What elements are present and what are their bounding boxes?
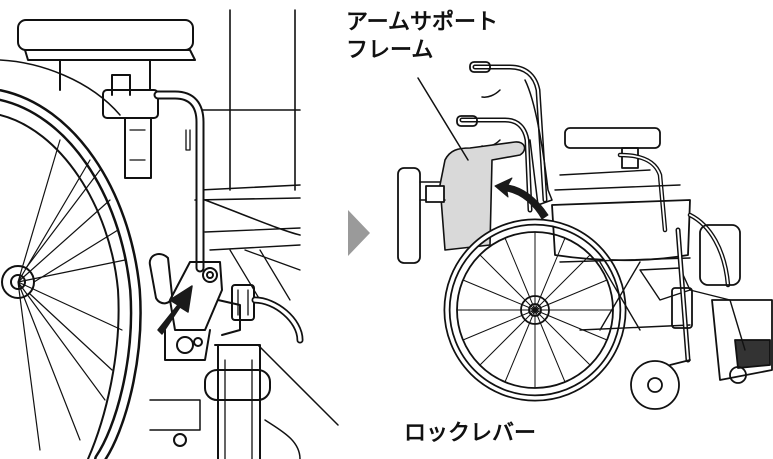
flip-up-arrow-icon [494, 177, 549, 220]
caster-closeup [149, 284, 304, 459]
arm-support-frame-label-line2: フレーム [346, 38, 434, 63]
lock-lever-closeup [148, 253, 241, 361]
lock-lever-label: ロックレバー [404, 421, 537, 446]
rear-wheel-closeup [0, 59, 142, 459]
armrest-pad-closeup [17, 19, 196, 91]
right-wheelchair-illustration [397, 61, 773, 410]
far-armrest [564, 127, 668, 233]
transition-arrow-icon [348, 210, 370, 256]
footrest [687, 212, 773, 384]
lock-lever-leader-line [257, 344, 339, 426]
front-caster [630, 227, 693, 410]
raised-arm-support-frame [397, 141, 526, 264]
rear-wheel [443, 218, 627, 402]
arm-support-frame-label-line1: アームサポート [346, 10, 499, 35]
push-lever-arrow-icon [157, 285, 193, 335]
arm-support-frame-closeup [153, 90, 205, 273]
arm-clamp-closeup [102, 74, 159, 179]
arm-frame-leader-line [417, 77, 469, 161]
left-closeup-illustration [0, 9, 339, 459]
